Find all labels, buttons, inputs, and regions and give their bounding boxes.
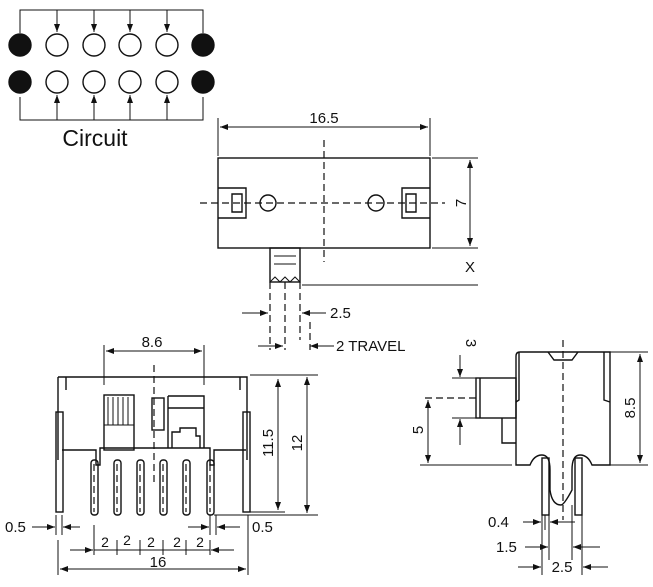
total-width-label: 16 (150, 554, 167, 571)
terminal-circle (155, 33, 179, 57)
travel-label: 2 TRAVEL (336, 338, 405, 355)
pitch-label: 2 (101, 534, 109, 550)
terminal-circle (118, 33, 142, 57)
top-height-label: 7 (453, 199, 470, 207)
terminal-circle (45, 70, 69, 94)
offset-label: 2.5 (330, 305, 351, 322)
common-terminal-dot (8, 70, 32, 94)
circuit-diagram: Circuit (8, 9, 215, 151)
pin (113, 459, 122, 516)
pitch-label: 2 (147, 534, 155, 550)
side-view: 3 5 8.5 0.4 1.5 2.5 (410, 339, 648, 576)
pin-width-right-label: 0.5 (252, 519, 273, 536)
front-view: 8.6 11.5 12 0.5 0.5 2 2 2 2 2 16 (5, 334, 318, 575)
pin-gap-label: 1.5 (496, 539, 517, 556)
common-terminal-dot (8, 33, 32, 57)
circuit-label: Circuit (62, 125, 128, 151)
actuator-height-label: 3 (462, 339, 479, 347)
terminal-circle (45, 33, 69, 57)
terminal-circle (82, 70, 106, 94)
terminal-circle (155, 70, 179, 94)
common-terminal-dot (191, 70, 215, 94)
common-terminal-dot (191, 33, 215, 57)
top-view: 16.5 7 X 2.5 2 TRAVEL (200, 110, 478, 355)
body-height-label: 8.5 (622, 398, 639, 419)
actuator-offset-label: 5 (410, 426, 427, 434)
pitch-label: 2 (173, 534, 181, 550)
pin (182, 459, 191, 516)
pitch-label: 2 (196, 534, 204, 550)
pin (159, 459, 168, 516)
height-12-label: 12 (289, 435, 306, 452)
pin-thickness-label: 0.4 (488, 514, 509, 531)
x-label: X (465, 259, 475, 276)
top-width-label: 16.5 (309, 110, 338, 127)
height-11-5-label: 11.5 (260, 429, 277, 457)
terminal-circle (82, 33, 106, 57)
pin-span-label: 2.5 (552, 559, 573, 576)
pin (90, 459, 99, 516)
terminal-circle (118, 70, 142, 94)
pin-width-left-label: 0.5 (5, 519, 26, 536)
actuator-width-label: 8.6 (142, 334, 163, 351)
pin (136, 459, 145, 516)
pitch-label: 2 (123, 532, 131, 548)
